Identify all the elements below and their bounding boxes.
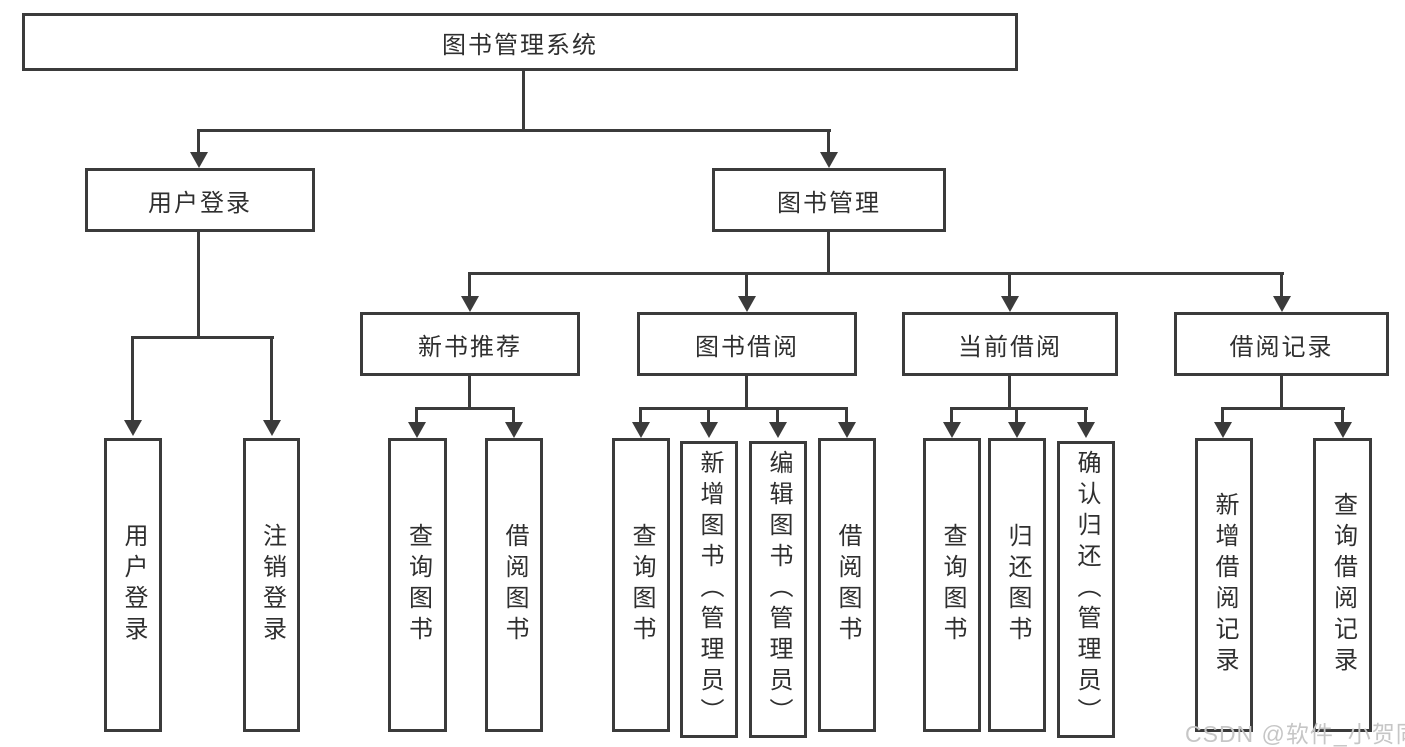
arrow-down <box>1008 410 1026 438</box>
arrow-down <box>124 339 142 436</box>
connector-line <box>1008 376 1011 407</box>
arrow-down <box>738 275 756 312</box>
node-label: 借阅记录 <box>1229 333 1334 361</box>
arrow-down <box>505 410 523 438</box>
leaf-logout-login: 注销登录 <box>243 438 300 732</box>
node-borrowing-records: 借阅记录 <box>1174 312 1389 376</box>
connector-line <box>131 336 274 339</box>
arrow-down <box>408 410 426 438</box>
leaf-add-books-admin: 新增图书（管理员） <box>680 441 738 738</box>
arrow-down <box>461 275 479 312</box>
leaf-confirm-return-admin: 确认归还（管理员） <box>1057 441 1115 738</box>
node-label: 新书推荐 <box>418 333 522 361</box>
arrow-down <box>1214 410 1232 438</box>
node-new-book-recommendation: 新书推荐 <box>360 312 580 376</box>
arrow-down <box>769 410 787 438</box>
node-label: 查询图书 <box>404 523 432 647</box>
node-label: 新增借阅记录 <box>1211 492 1238 678</box>
leaf-borrow-books-recommend: 借阅图书 <box>485 438 543 732</box>
arrow-down <box>820 132 838 168</box>
leaf-query-books-recommend: 查询图书 <box>388 438 447 732</box>
node-label: 借阅图书 <box>501 523 528 647</box>
node-label: 编辑图书（管理员） <box>765 450 792 729</box>
connector-line <box>1280 376 1283 407</box>
node-book-borrowing: 图书借阅 <box>637 312 857 376</box>
leaf-query-books-current: 查询图书 <box>923 438 981 732</box>
node-current-borrowing: 当前借阅 <box>902 312 1118 376</box>
arrow-down <box>190 132 208 168</box>
node-label: 图书管理系统 <box>442 31 598 59</box>
node-label: 用户登录 <box>148 189 252 217</box>
arrow-down <box>943 410 961 438</box>
node-label: 当前借阅 <box>958 333 1062 361</box>
node-library-management-system: 图书管理系统 <box>22 13 1018 71</box>
node-label: 用户登录 <box>120 523 147 647</box>
connector-line <box>415 407 515 410</box>
node-label: 注销登录 <box>258 523 286 647</box>
arrow-down <box>1273 275 1291 312</box>
leaf-query-borrow-record: 查询借阅记录 <box>1313 438 1372 732</box>
connector-line <box>522 71 525 129</box>
connector-line <box>950 407 1088 410</box>
arrow-down <box>1334 410 1352 438</box>
node-label: 图书管理 <box>777 189 881 217</box>
connector-line <box>827 232 830 272</box>
leaf-return-books: 归还图书 <box>988 438 1046 732</box>
node-label: 借阅图书 <box>834 523 861 647</box>
node-label: 查询图书 <box>628 523 655 647</box>
connector-line <box>639 407 848 410</box>
connector-line <box>197 232 200 336</box>
arrow-down <box>1001 275 1019 312</box>
node-book-management: 图书管理 <box>712 168 946 232</box>
node-label: 图书借阅 <box>695 333 799 361</box>
connector-line <box>745 376 748 407</box>
node-label: 查询图书 <box>939 523 966 647</box>
connector-line <box>468 376 471 407</box>
leaf-borrow-books: 借阅图书 <box>818 438 876 732</box>
node-label: 新增图书（管理员） <box>696 450 723 729</box>
leaf-query-books-borrowing: 查询图书 <box>612 438 670 732</box>
arrow-down <box>263 339 281 436</box>
leaf-edit-books-admin: 编辑图书（管理员） <box>749 441 807 738</box>
leaf-add-borrow-record: 新增借阅记录 <box>1195 438 1253 732</box>
leaf-user-login: 用户登录 <box>104 438 162 732</box>
node-label: 归还图书 <box>1004 523 1031 647</box>
connector-line <box>468 272 1284 275</box>
csdn-watermark: CSDN @软件_小贺同学 <box>1185 721 1405 747</box>
connector-line <box>1221 407 1345 410</box>
node-user-login: 用户登录 <box>85 168 315 232</box>
arrow-down <box>838 410 856 438</box>
arrow-down <box>1077 410 1095 438</box>
node-label: 查询借阅记录 <box>1329 492 1357 678</box>
arrow-down <box>632 410 650 438</box>
arrow-down <box>700 410 718 438</box>
node-label: 确认归还（管理员） <box>1073 450 1100 729</box>
connector-line <box>197 129 831 132</box>
